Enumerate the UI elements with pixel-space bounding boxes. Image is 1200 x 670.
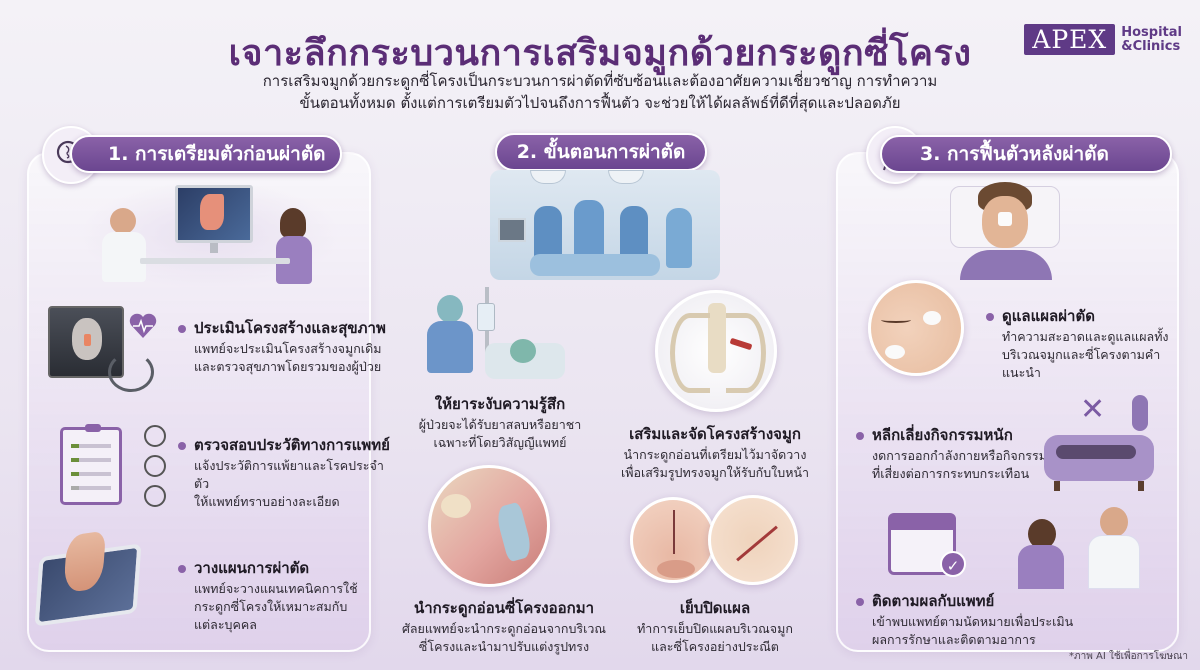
item-desc-line-1: ทำการเย็บปิดแผลบริเวณจมูก <box>637 621 793 636</box>
item-title: ตรวจสอบประวัติทางการแพทย์ <box>194 436 390 454</box>
bullet-icon <box>178 441 186 450</box>
prep-item-assessment: ประเมินโครงสร้างและสุขภาพ แพทย์จะประเมิน… <box>48 306 386 396</box>
item-desc-line-2: และตรวจสุขภาพโดยรวมของผู้ป่วย <box>194 359 382 374</box>
item-desc-line-2: เฉพาะที่โดยวิสัญญีแพทย์ <box>433 435 567 450</box>
surgery-step-anesthesia: ให้ยาระงับความรู้สึก ผู้ป่วยจะได้รับยาสล… <box>400 392 600 452</box>
rest-on-sofa-icon: ✕ <box>1036 395 1186 495</box>
recovery-item-wound-care: ดูแลแผลผ่าตัด ทำความสะอาดและดูแลแผลทั้ง … <box>868 280 1188 390</box>
prep-item-medical-history: ตรวจสอบประวัติทางการแพทย์ แจ้งประวัติการ… <box>48 424 390 515</box>
nose-suture-circle <box>630 497 716 583</box>
calendar-doctor-icon: ✓ <box>888 505 1178 589</box>
cross-mark-icon: ✕ <box>1080 392 1106 427</box>
bullet-icon <box>986 312 994 321</box>
item-desc-line-1: แพทย์จะประเมินโครงสร้างจมูกเดิม <box>194 341 382 356</box>
item-desc-line-2: ให้แพทย์ทราบอย่างละเอียด <box>194 494 340 509</box>
stethoscope-icon <box>108 352 154 392</box>
rib-cage-icon <box>655 290 777 412</box>
bullet-icon <box>856 597 864 606</box>
item-desc-line-2: ที่เสี่ยงต่อการกระทบกระเทือน <box>872 466 1030 481</box>
bullet-icon <box>178 564 186 573</box>
bullet-icon <box>178 324 186 333</box>
surgery-step-reshape: เสริมและจัดโครงสร้างจมูก นำกระดูกอ่อนที่… <box>610 422 820 482</box>
no-drugs-icon <box>144 425 166 447</box>
logo-line-1: Hospital <box>1121 24 1182 40</box>
nose-cross-section-icon <box>428 465 550 587</box>
tablet-nose-3d-icon <box>34 530 142 627</box>
item-title: หลีกเลี่ยงกิจกรรมหนัก <box>872 426 1013 444</box>
stomach-icon <box>144 485 166 507</box>
item-title: ประเมินโครงสร้างและสุขภาพ <box>194 319 386 337</box>
item-desc-line-2: ซี่โครงและนำมาปรับแต่งรูปทรง <box>418 639 590 654</box>
clipboard-checklist-icon <box>60 424 122 505</box>
recovery-item-follow-up: ✓ ติดตามผลกับแพทย์ เข้าพบแพทย์ตามนัดหมาย… <box>848 505 1188 647</box>
item-title: ให้ยาระงับความรู้สึก <box>434 395 566 413</box>
logo-line-2: &Clinics <box>1121 38 1181 54</box>
surgery-step-suture: เย็บปิดแผล ทำการเย็บปิดแผลบริเวณจมูก และ… <box>610 596 820 656</box>
anesthesia-icon <box>415 285 565 385</box>
item-desc-line-1: แพทย์จะวางแผนเทคนิคการใช้ <box>194 581 358 596</box>
doctor-consultation-illustration <box>80 180 340 290</box>
section-2-heading: 2. ขั้นตอนการผ่าตัด <box>495 133 707 171</box>
subtitle-line-1: การเสริมจมูกด้วยกระดูกซี่โครงเป็นกระบวนก… <box>262 72 938 90</box>
item-desc-line-1: ผู้ป่วยจะได้รับยาสลบหรือยาชา <box>418 417 582 432</box>
recovery-item-avoid-activity: หลีกเลี่ยงกิจกรรมหนัก งดการออกกำลังกายหร… <box>848 395 1188 495</box>
item-desc-line-3: แต่ละบุคคล <box>194 617 257 632</box>
page-title: เจาะลึกกระบวนการเสริมจมูกด้วยกระดูกซี่โค… <box>228 33 972 74</box>
item-desc-line-1: แจ้งประวัติการแพ้ยาและโรคประจำตัว <box>194 458 384 491</box>
checkmark-badge-icon: ✓ <box>940 551 966 577</box>
surgery-step-harvest-cartilage: นำกระดูกอ่อนซี่โครงออกมา ศัลยแพทย์จะนำกร… <box>393 596 615 656</box>
face-scan-heart-stethoscope-icon <box>48 306 124 378</box>
item-desc-line-1: นำกระดูกอ่อนที่เตรียมไว้มาจัดวาง <box>623 447 807 462</box>
item-desc-line-2: กระดูกซี่โครงให้เหมาะสมกับ <box>194 599 348 614</box>
section-3-heading: 3. การฟื้นตัวหลังผ่าตัด <box>880 135 1172 173</box>
operating-room-icon <box>490 170 720 280</box>
item-title: ติดตามผลกับแพทย์ <box>872 592 995 610</box>
page-subtitle: การเสริมจมูกด้วยกระดูกซี่โครงเป็นกระบวนก… <box>230 70 970 114</box>
item-desc-line-1: ทำความสะอาดและดูแลแผลทั้ง <box>1002 329 1169 344</box>
item-desc-line-2: และซี่โครงอย่างประณีต <box>651 639 779 654</box>
ai-image-disclaimer: *ภาพ AI ใช้เพื่อการโฆษณา <box>1069 651 1188 662</box>
no-allergy-icon <box>144 455 166 477</box>
sutures-icon <box>630 495 800 585</box>
item-desc-line-1: เข้าพบแพทย์ตามนัดหมายเพื่อประเมิน <box>872 614 1074 629</box>
section-1-heading: 1. การเตรียมตัวก่อนผ่าตัด <box>70 135 342 173</box>
item-desc-line-2: เพื่อเสริมรูปทรงจมูกให้รับกับใบหน้า <box>620 465 810 480</box>
apex-logo: APEX Hospital &Clinics <box>1024 24 1182 55</box>
wound-care-icon <box>868 280 964 376</box>
item-title: เสริมและจัดโครงสร้างจมูก <box>629 425 801 443</box>
item-desc-line-2: ผลการรักษาและติดตามอาการ <box>872 632 1036 647</box>
rib-suture-circle <box>708 495 798 585</box>
heart-rate-icon <box>128 312 158 340</box>
item-desc-line-1: งดการออกกำลังกายหรือกิจกรรม <box>872 448 1047 463</box>
bullet-icon <box>856 431 864 440</box>
patient-resting-illustration <box>930 180 1080 280</box>
logo-brand: APEX <box>1024 24 1116 55</box>
item-title: ดูแลแผลผ่าตัด <box>1002 307 1095 325</box>
item-desc-line-1: ศัลยแพทย์จะนำกระดูกอ่อนจากบริเวณ <box>401 621 607 636</box>
item-title: เย็บปิดแผล <box>679 599 751 617</box>
prep-item-surgical-planning: วางแผนการผ่าตัด แพทย์จะวางแผนเทคนิคการใช… <box>34 530 368 640</box>
item-title: วางแผนการผ่าตัด <box>194 559 310 577</box>
item-title: นำกระดูกอ่อนซี่โครงออกมา <box>413 599 595 617</box>
item-desc-line-2: บริเวณจมูกและซี่โครงตามคำแนะนำ <box>1002 347 1161 380</box>
subtitle-line-2: ขั้นตอนทั้งหมด ตั้งแต่การเตรียมตัวไปจนถึ… <box>299 94 901 112</box>
